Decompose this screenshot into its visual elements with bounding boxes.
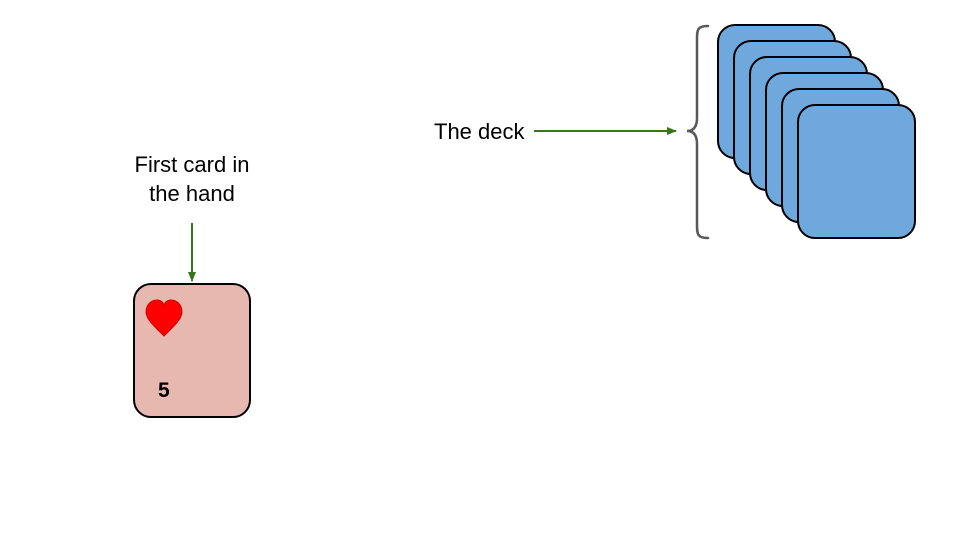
- first-card-label-line2: the hand: [149, 181, 235, 206]
- first-card-label-line1: First card in: [135, 152, 250, 177]
- heart-icon: [145, 299, 183, 337]
- deck-brace: [686, 24, 710, 240]
- deck-card: [797, 104, 916, 239]
- deck-stack: [717, 24, 916, 239]
- deck-label: The deck: [434, 119, 525, 144]
- hand-card-value: 5: [158, 379, 170, 402]
- hand-card: 5: [133, 283, 251, 418]
